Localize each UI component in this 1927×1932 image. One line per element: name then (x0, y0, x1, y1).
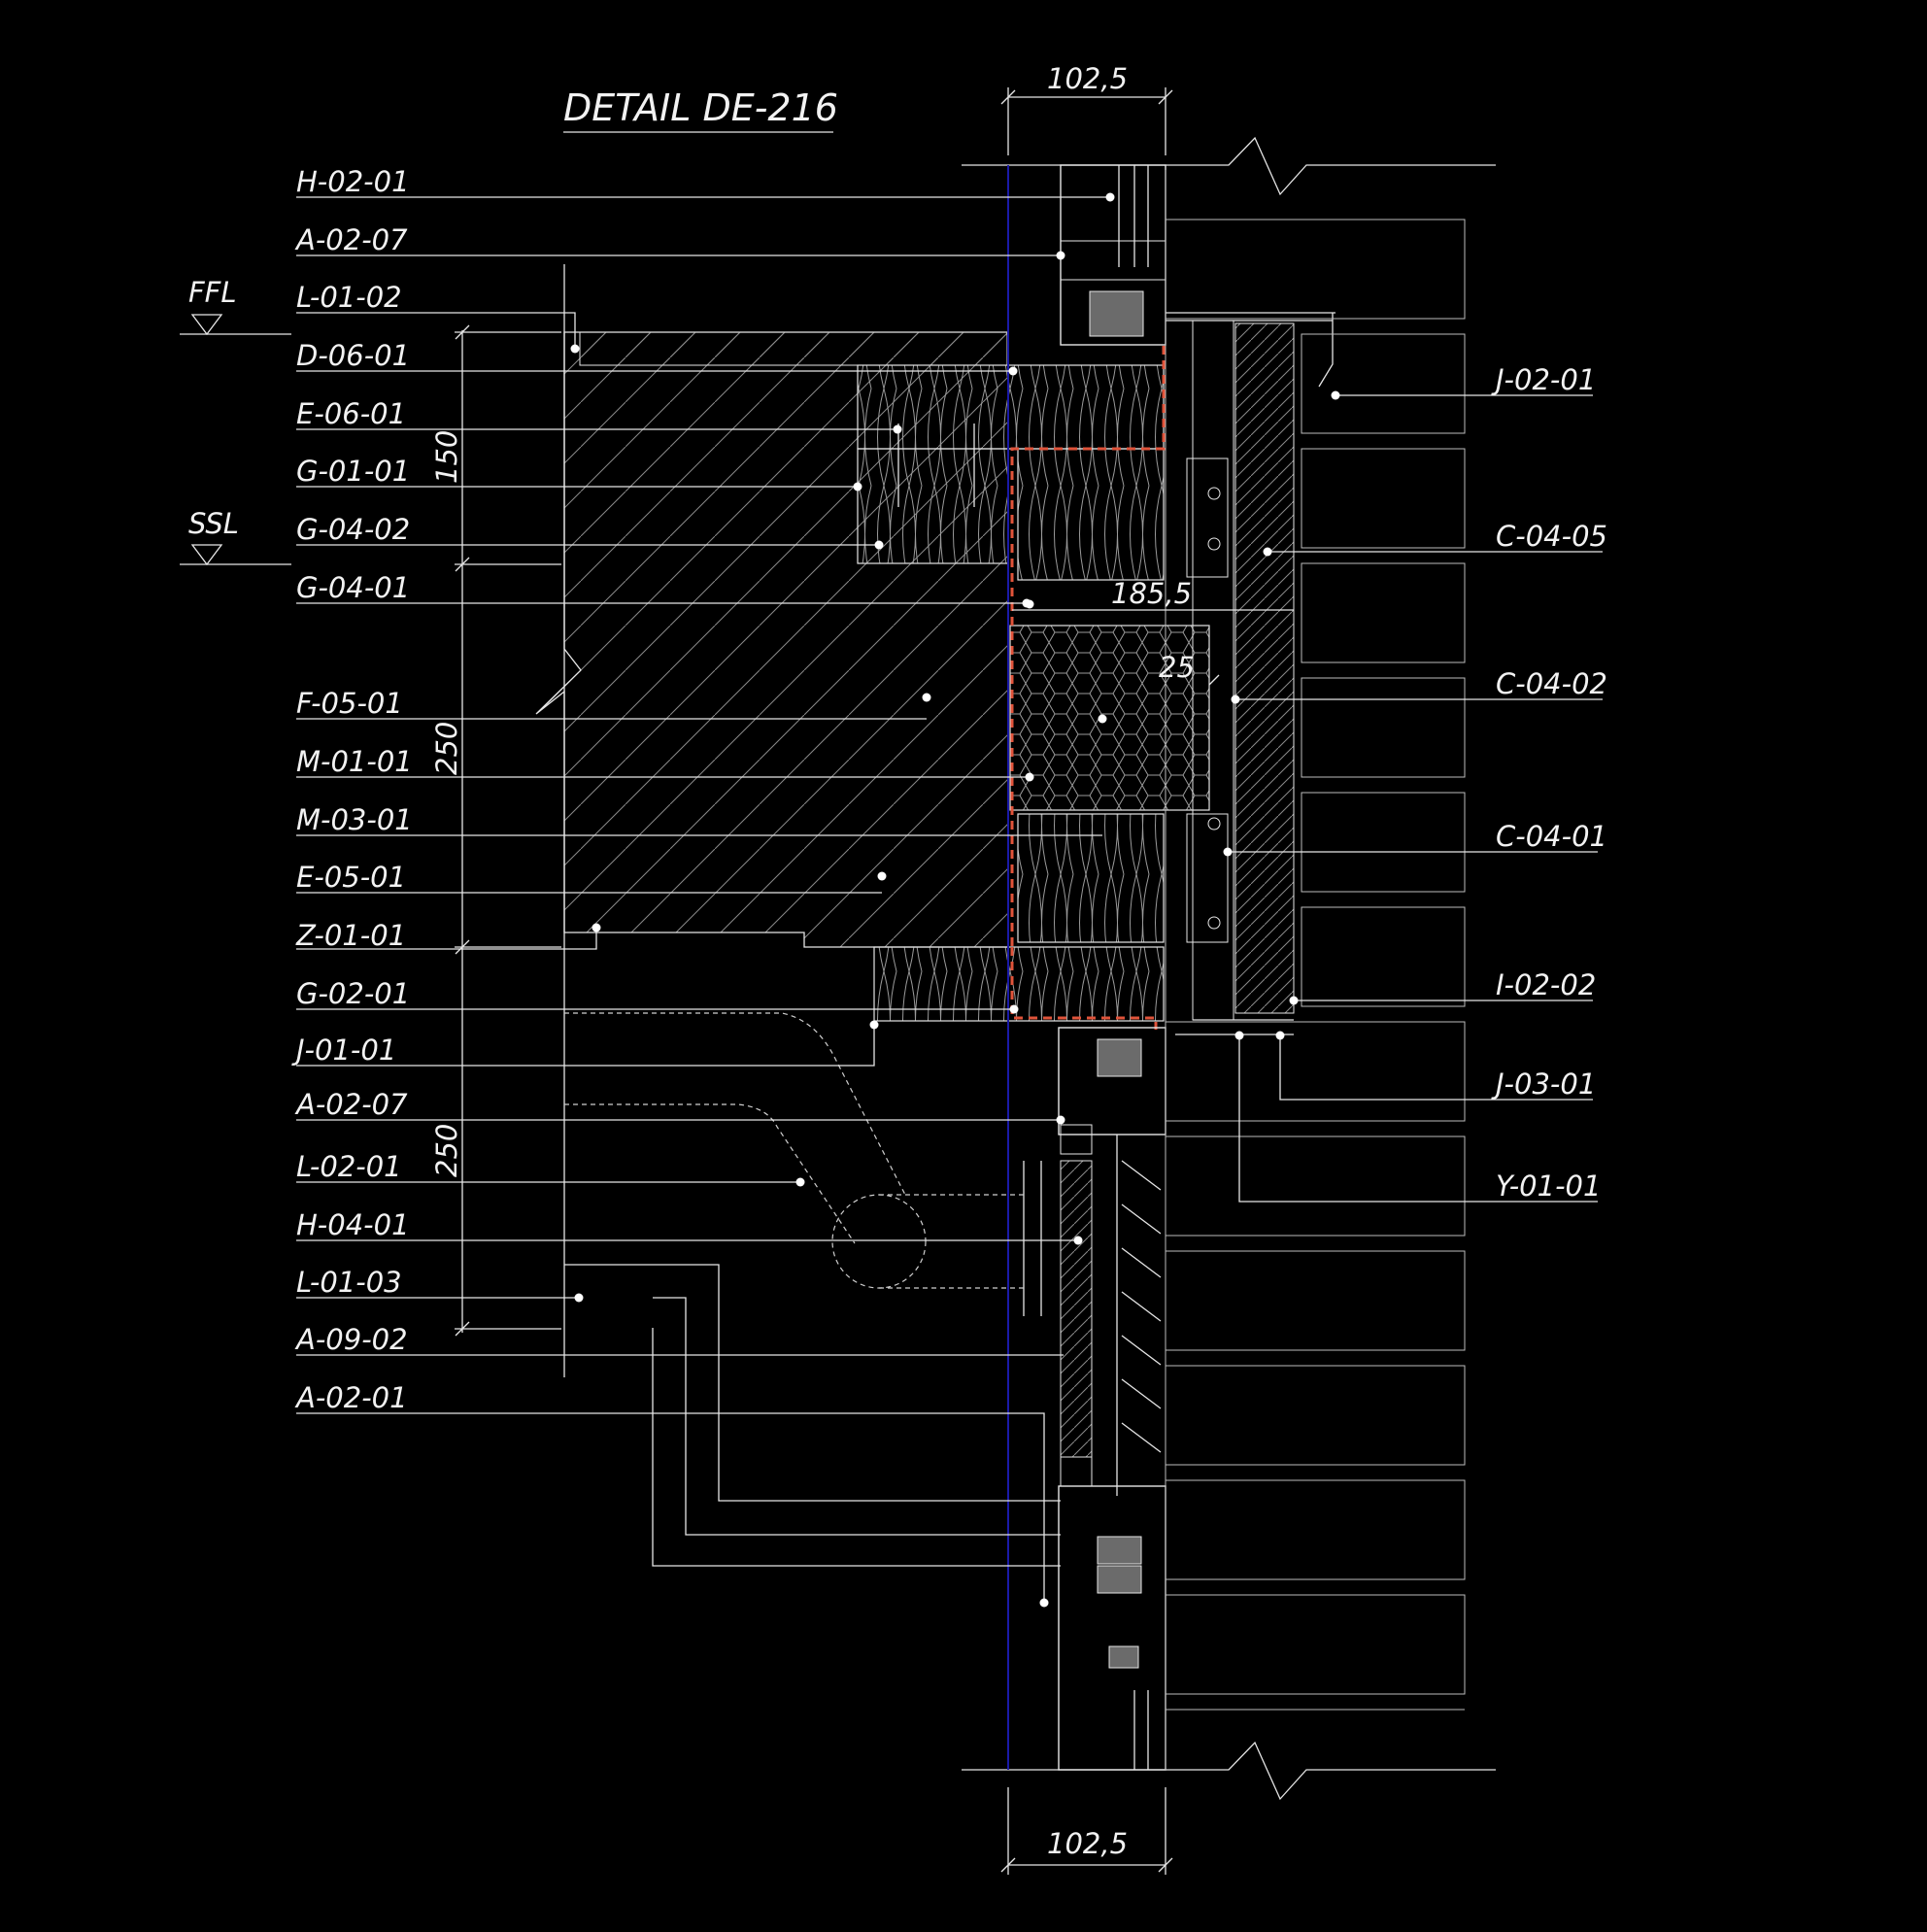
break-line-bottom (962, 1741, 1496, 1801)
left-tag: D-06-01 (296, 339, 410, 372)
leader-dots (570, 192, 1115, 1608)
facade-panel-grid (1165, 170, 1466, 1770)
window-frame-upper (1060, 164, 1166, 346)
insulation-upper (857, 364, 1165, 581)
left-tag: H-02-01 (296, 165, 410, 198)
top-width-dimension: 102,5 (1000, 62, 1173, 155)
left-tag: A-09-02 (294, 1323, 408, 1356)
left-tag: A-02-07 (294, 223, 408, 256)
svg-text:102,5: 102,5 (1047, 1827, 1128, 1860)
right-tag: I-02-02 (1496, 968, 1596, 1001)
svg-text:250: 250 (430, 722, 463, 775)
left-tag: H-04-01 (296, 1208, 410, 1241)
right-tag-list: J-02-01 C-04-05 C-04-02 C-04-01 I-02-02 … (1491, 363, 1607, 1203)
bottom-width-dimension: 102,5 (1000, 1787, 1173, 1875)
right-tag: C-04-05 (1496, 520, 1607, 553)
roller-blind-outline (564, 1012, 1024, 1289)
right-tag: J-03-01 (1491, 1068, 1596, 1101)
membrane-line (1010, 346, 1166, 1030)
svg-text:150: 150 (430, 430, 463, 484)
left-tag: J-01-01 (291, 1034, 396, 1067)
left-tag: E-05-01 (296, 861, 406, 894)
cavity-dimension: 185,5 25 (1012, 577, 1294, 686)
level-marker-ssl: SSL (180, 507, 291, 566)
left-tag: G-02-01 (296, 977, 410, 1010)
left-tag: M-01-01 (296, 745, 413, 778)
right-tag: C-04-02 (1496, 667, 1607, 700)
left-tag: A-02-01 (294, 1381, 408, 1414)
left-tag: E-06-01 (296, 397, 406, 430)
left-tag: L-02-01 (296, 1150, 402, 1183)
window-frame-lower (1058, 1027, 1166, 1771)
left-tag-list: H-02-01 A-02-07 L-01-02 D-06-01 E-06-01 … (291, 165, 413, 1414)
right-tag: C-04-01 (1496, 820, 1607, 853)
blind-louvres (1023, 1160, 1162, 1458)
facade-cladding (1166, 312, 1335, 1035)
honeycomb-panel (1009, 625, 1210, 811)
right-leader-lines (1223, 390, 1603, 1203)
left-tag: M-03-01 (296, 803, 413, 836)
svg-text:25: 25 (1159, 651, 1195, 684)
drawing-title: DETAIL DE-216 (563, 86, 838, 129)
svg-text:185,5: 185,5 (1111, 577, 1192, 610)
left-tag: Z-01-01 (295, 919, 406, 952)
left-tag: F-05-01 (296, 687, 403, 720)
left-tag: L-01-02 (296, 281, 402, 314)
right-tag: J-02-01 (1491, 363, 1596, 396)
break-line-top (962, 136, 1496, 196)
vertical-dimension-chain: 150 250 250 (430, 324, 561, 1337)
left-tag: A-02-07 (294, 1088, 408, 1121)
bracket-plates (1186, 458, 1229, 943)
svg-text:102,5: 102,5 (1047, 62, 1128, 95)
left-tag: G-04-01 (296, 571, 410, 604)
svg-text:250: 250 (430, 1124, 463, 1177)
left-tag: G-04-02 (296, 513, 410, 546)
svg-text:SSL: SSL (188, 507, 239, 540)
svg-text:FFL: FFL (188, 276, 237, 309)
right-tag: Y-01-01 (1496, 1169, 1601, 1203)
level-marker-ffl: FFL (180, 276, 291, 336)
left-tag: L-01-03 (296, 1266, 402, 1299)
left-tag: G-01-01 (296, 455, 410, 488)
